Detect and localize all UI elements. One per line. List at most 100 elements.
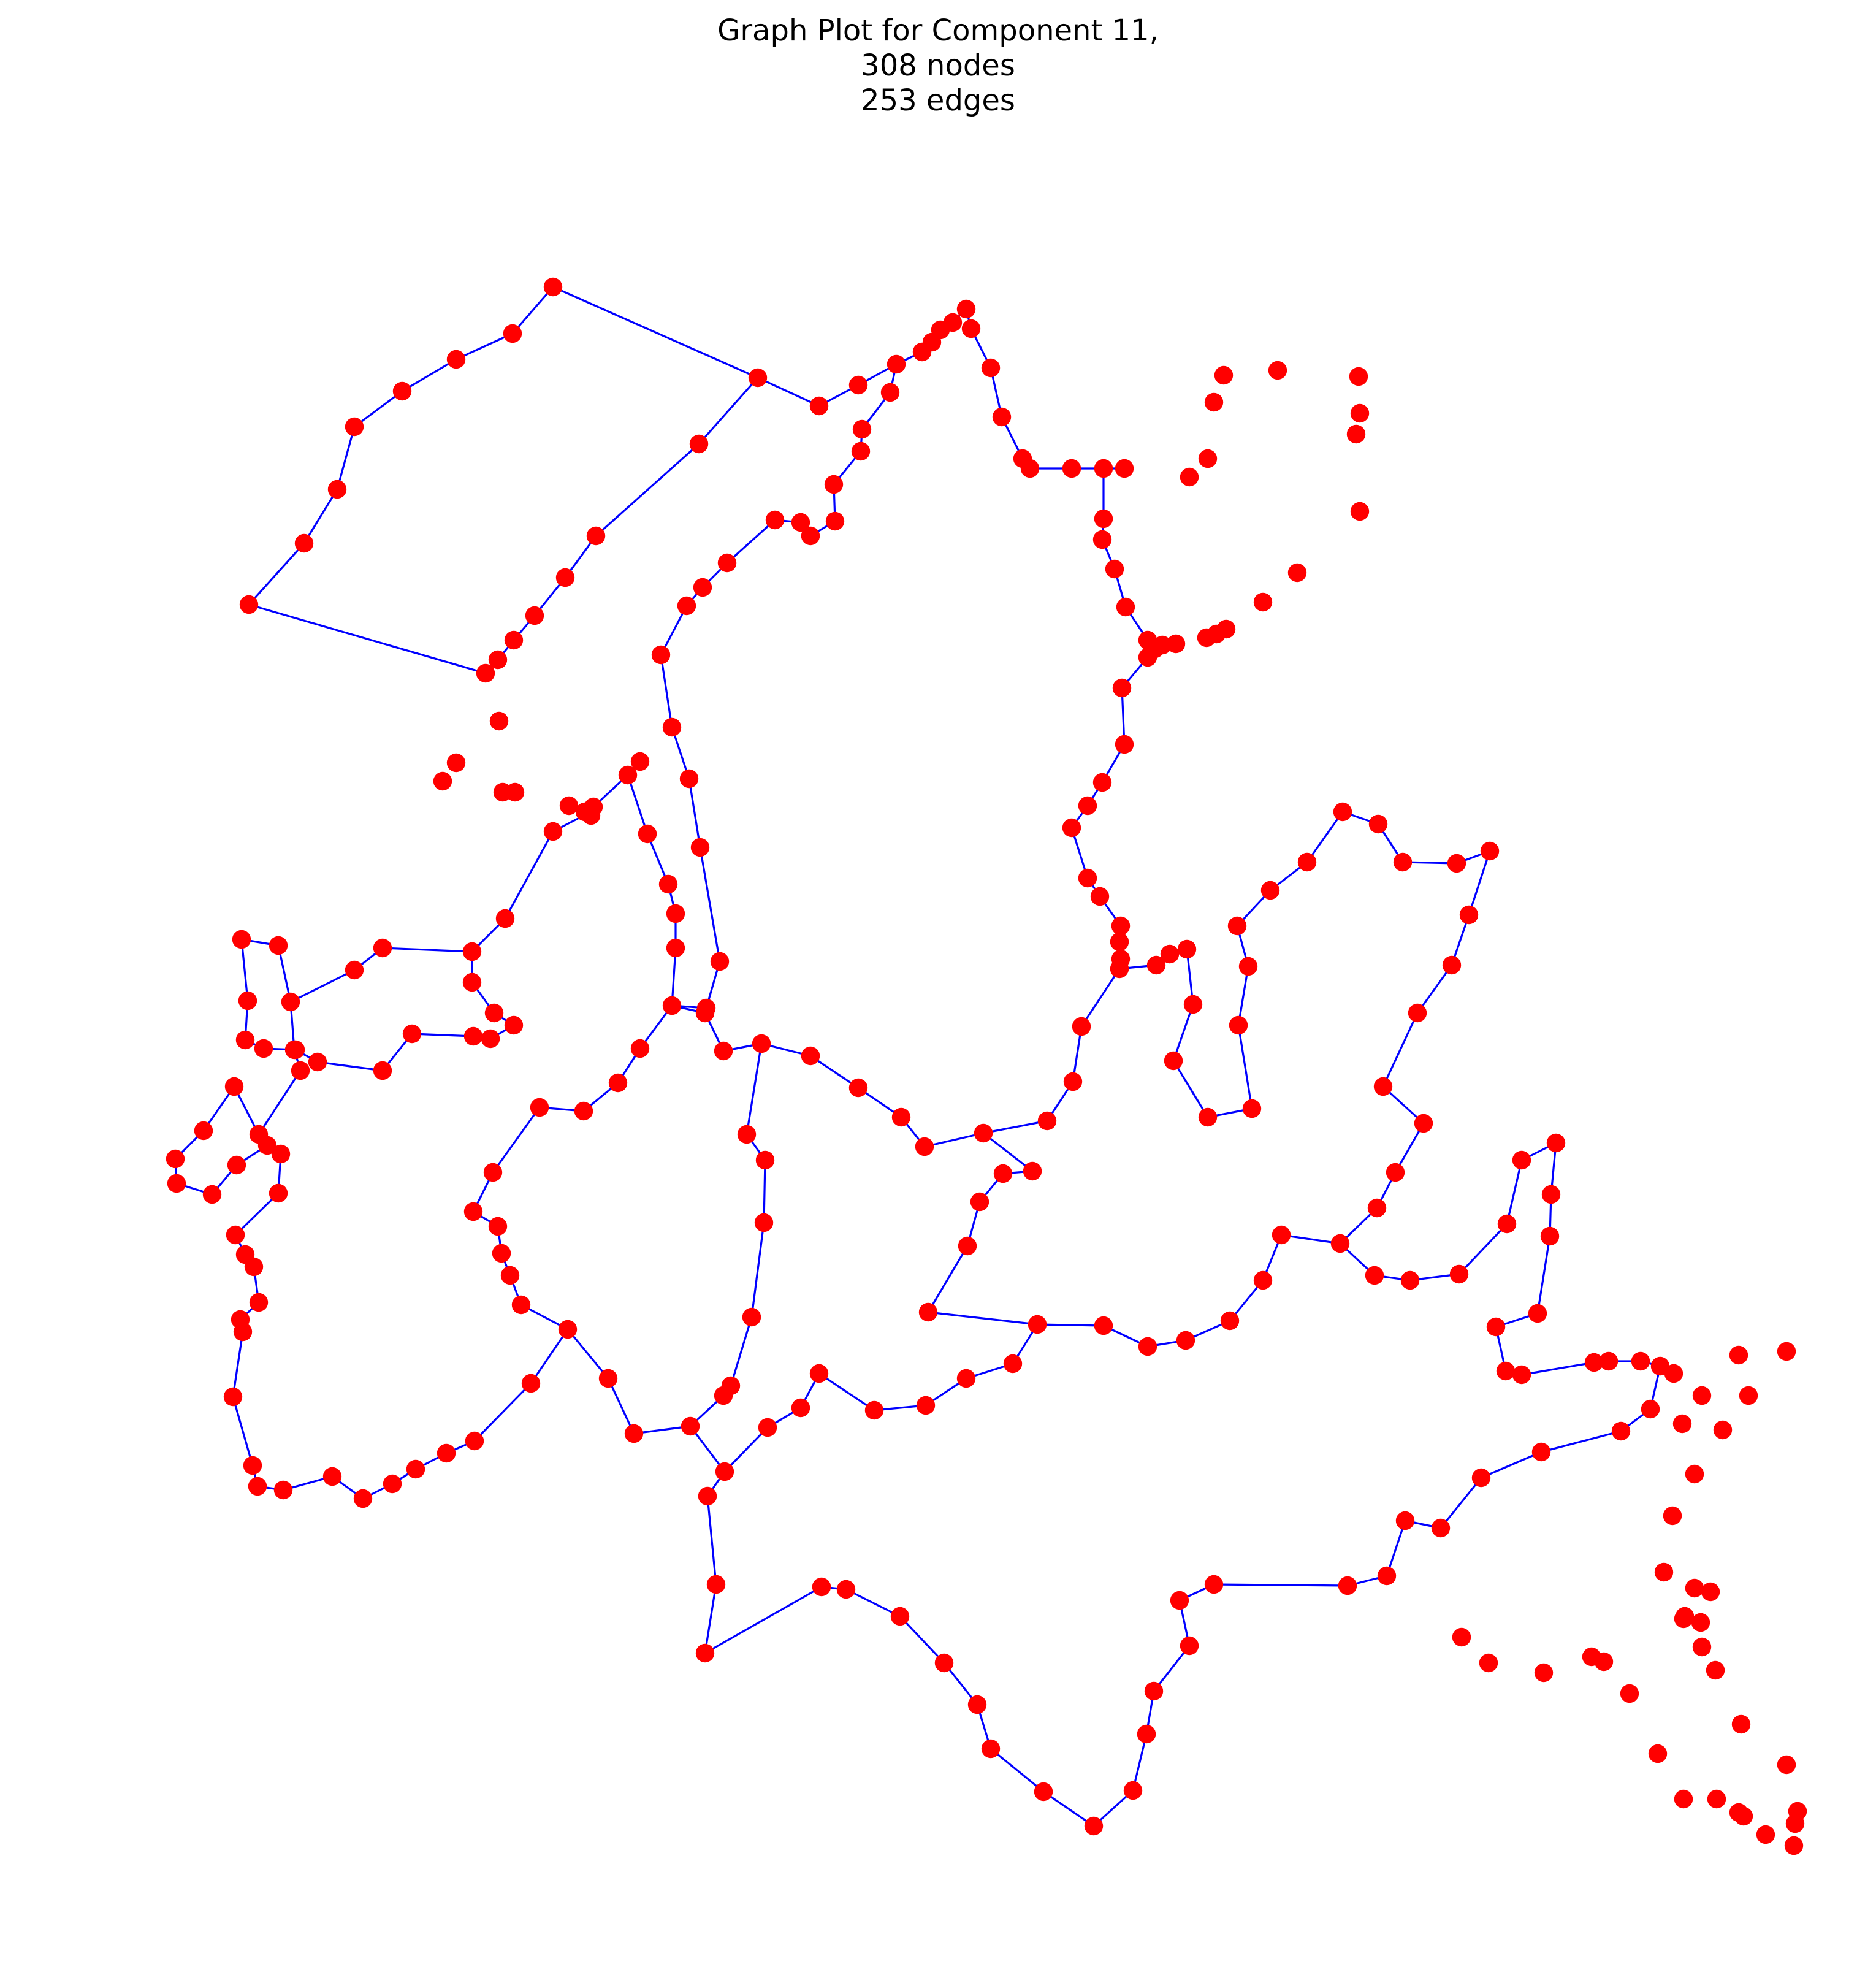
graph-node — [559, 796, 579, 816]
graph-edge — [1043, 1790, 1094, 1827]
graph-node — [322, 1467, 342, 1486]
graph-node — [801, 1046, 820, 1066]
graph-node — [521, 1374, 541, 1393]
graph-node — [202, 1185, 222, 1204]
graph-node — [1685, 1578, 1704, 1598]
graph-node — [1459, 905, 1479, 925]
graph-edge — [511, 286, 554, 335]
graph-node — [1144, 1681, 1164, 1701]
graph-node — [488, 650, 508, 670]
graph-node — [1486, 1317, 1506, 1337]
graph-node — [967, 1695, 987, 1714]
graph-node — [1197, 628, 1216, 648]
graph-edge — [382, 947, 473, 953]
graph-edge — [402, 358, 457, 392]
graph-node — [1198, 449, 1218, 468]
graph-edge — [627, 774, 649, 835]
graph-node — [1512, 1150, 1531, 1170]
graph-node — [714, 1386, 733, 1405]
graph-node — [1707, 1789, 1726, 1809]
graph-node — [755, 1150, 775, 1170]
graph-node — [824, 475, 844, 494]
graph-edge — [928, 1311, 1038, 1326]
graph-node — [1531, 1442, 1551, 1462]
graph-node — [281, 992, 300, 1012]
graph-node — [1063, 1072, 1083, 1091]
graph-node — [167, 1174, 186, 1193]
graph-node — [848, 1078, 868, 1098]
graph-node — [1373, 1077, 1393, 1096]
graph-node — [1037, 1111, 1057, 1131]
graph-node — [1599, 1351, 1619, 1371]
graph-edge — [1458, 1223, 1508, 1275]
graph-edge — [750, 1222, 765, 1318]
graph-edge — [989, 1748, 1045, 1793]
graph-node — [1367, 1198, 1387, 1218]
graph-node — [489, 711, 509, 731]
graph-edge — [983, 1120, 1048, 1134]
graph-node — [1338, 1576, 1357, 1595]
title-line-2: 308 nodes — [861, 48, 1015, 83]
graph-node — [239, 595, 259, 614]
graph-node — [1534, 1663, 1554, 1683]
graph-edge — [336, 426, 356, 490]
graph-node — [1777, 1342, 1796, 1361]
graph-node — [233, 1322, 253, 1342]
graph-node — [1365, 1266, 1384, 1285]
graph-edge — [660, 654, 673, 728]
graph-node — [638, 824, 657, 844]
graph-edge — [699, 847, 721, 962]
graph-node — [1447, 854, 1466, 873]
graph-node — [327, 480, 347, 499]
graph-node — [630, 1039, 650, 1058]
graph-node — [812, 1577, 831, 1597]
graph-node — [1654, 1562, 1674, 1582]
graph-node — [714, 1041, 733, 1061]
graph-node — [891, 1107, 911, 1127]
graph-node — [690, 838, 710, 857]
graph-node — [1138, 630, 1157, 650]
graph-node — [503, 324, 522, 343]
graph-node — [1692, 1637, 1712, 1657]
graph-edge — [763, 1160, 766, 1223]
graph-node — [791, 513, 810, 532]
graph-node — [238, 991, 257, 1011]
graph-node — [801, 526, 820, 546]
graph-node — [618, 765, 638, 785]
graph-edge — [818, 1372, 875, 1412]
graph-node — [495, 909, 515, 928]
graph-node — [695, 1643, 715, 1663]
graph-edge — [530, 1329, 569, 1384]
graph-node — [1691, 1613, 1710, 1632]
graph-node — [1204, 1575, 1224, 1594]
graph-edge — [1382, 1012, 1419, 1087]
graph-node — [1395, 1511, 1415, 1530]
graph-node — [1496, 1361, 1516, 1381]
graph-edge — [810, 1055, 859, 1089]
graph-edge — [1306, 811, 1344, 863]
graph-node — [961, 319, 981, 338]
graph-node — [446, 753, 466, 773]
graph-node — [1116, 597, 1135, 617]
graph-node — [1734, 1806, 1753, 1826]
graph-node — [1084, 1816, 1104, 1836]
graph-edge — [411, 1033, 474, 1037]
graph-node — [1287, 563, 1307, 583]
graph-node — [993, 1164, 1013, 1183]
graph-node — [543, 822, 563, 841]
graph-node — [1756, 1825, 1775, 1844]
graph-node — [1672, 1414, 1692, 1434]
graph-edge — [633, 1425, 691, 1435]
graph-node — [345, 960, 364, 980]
graph-node — [916, 1396, 936, 1415]
graph-node — [752, 1034, 771, 1053]
graph-edge — [1481, 1451, 1542, 1479]
graph-node — [1138, 1337, 1157, 1356]
graph-node — [574, 1101, 593, 1121]
graph-node — [970, 1192, 989, 1212]
graph-node — [462, 942, 482, 961]
graph-edge — [473, 1382, 532, 1442]
graph-node — [1594, 1652, 1614, 1672]
graph-node — [1297, 852, 1317, 872]
graph-edge — [552, 286, 758, 379]
